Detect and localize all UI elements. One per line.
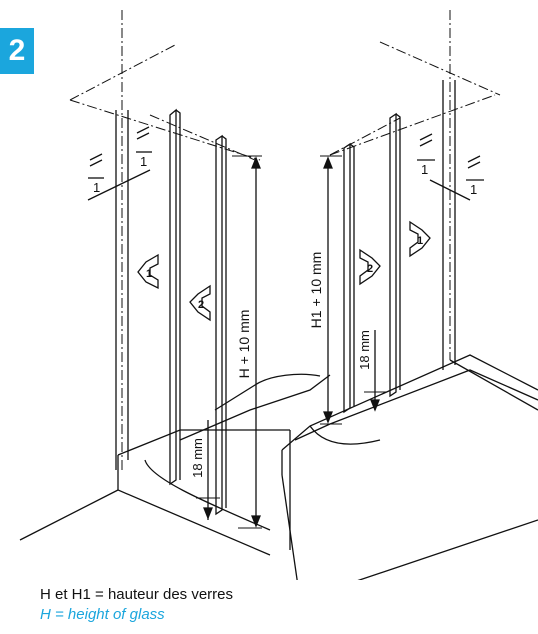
dim-left-height-label: H + 10 mm [236,310,252,379]
fraction-marks-right [417,133,484,201]
right-wall-profile [442,80,456,370]
arrow-2-left [189,284,211,322]
caption-english: H = height of glass [40,606,165,623]
arrow-2-left-label: 2 [198,299,204,311]
arrow-2-right-label: 2 [367,263,373,275]
construction-lines [69,10,501,470]
dim-right-height-label: H1 + 10 mm [308,252,324,329]
arrow-1-left [137,253,159,290]
fraction-marks-left [87,126,152,201]
dimension-right-height [320,155,342,425]
left-fraction-bottom-label: 1 [140,154,147,169]
right-fraction-bottom-label: 1 [470,182,477,197]
dim-right-gap-label: 18 mm [357,330,372,370]
arrow-1-right-label: 1 [417,235,423,247]
caption-french: H et H1 = hauteur des verres [40,586,234,603]
bath-outline [19,354,538,580]
dimension-right-gap [364,330,386,412]
arrow-1-right [409,220,431,258]
right-fraction-top-label: 1 [421,162,428,177]
left-glass-panels [169,108,227,516]
right-glass-panels [343,112,401,414]
left-fraction-top-label: 1 [93,180,100,195]
dim-left-gap-label: 18 mm [190,438,205,478]
step-number-badge: 2 [0,28,34,74]
arrow-2-right [359,248,381,286]
installation-diagram: 1 1 1 1 1 2 2 1 H + 10 mm H1 + 10 mm 18 … [19,10,538,580]
arrow-1-left-label: 1 [146,268,152,280]
dimension-left-height [232,155,262,529]
dimension-left-gap [196,420,220,520]
left-wall-profile [115,110,129,470]
